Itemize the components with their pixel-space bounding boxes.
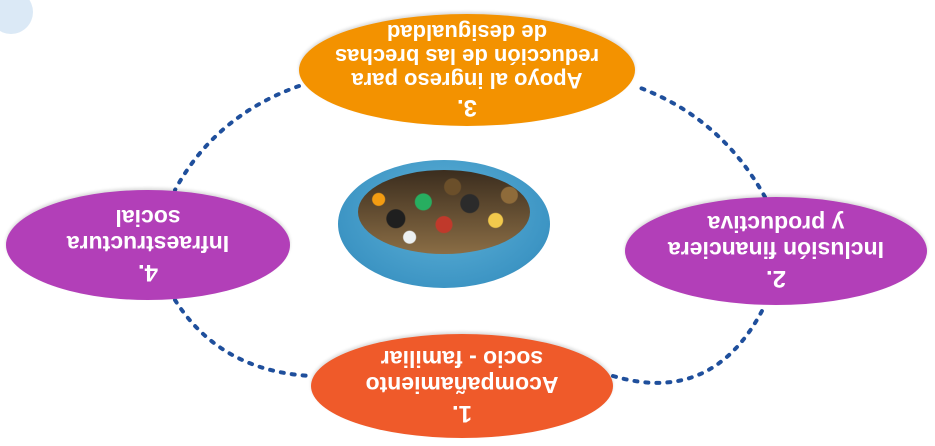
node-4-label: Infraestructura social (66, 205, 230, 257)
node-infraestructura-social: 4. Infraestructura social (6, 190, 290, 300)
center-photo-crowd (338, 160, 550, 288)
node-1-number: 1. (452, 400, 473, 427)
node-acompanamiento: 1. Acompañamiento socio - familiar (311, 334, 613, 438)
node-2-label: Inclusión financiera y productiva (668, 211, 884, 263)
connector-4-1 (173, 298, 313, 378)
node-4-number: 4. (138, 259, 159, 286)
node-apoyo-ingreso: 3. Apoyo al ingreso para reducción de la… (299, 14, 635, 126)
crowd-illustration (358, 170, 530, 254)
connector-2-3 (633, 84, 767, 199)
node-1-label: Acompañamiento socio - familiar (365, 346, 559, 398)
node-2-number: 2. (766, 265, 787, 292)
node-3-number: 3. (457, 94, 478, 121)
node-inclusion-financiera: 2. Inclusión financiera y productiva (625, 197, 927, 305)
connector-3-4 (173, 84, 301, 192)
node-3-label: Apoyo al ingreso para reducción de las b… (334, 20, 600, 93)
connector-1-2 (611, 303, 767, 385)
